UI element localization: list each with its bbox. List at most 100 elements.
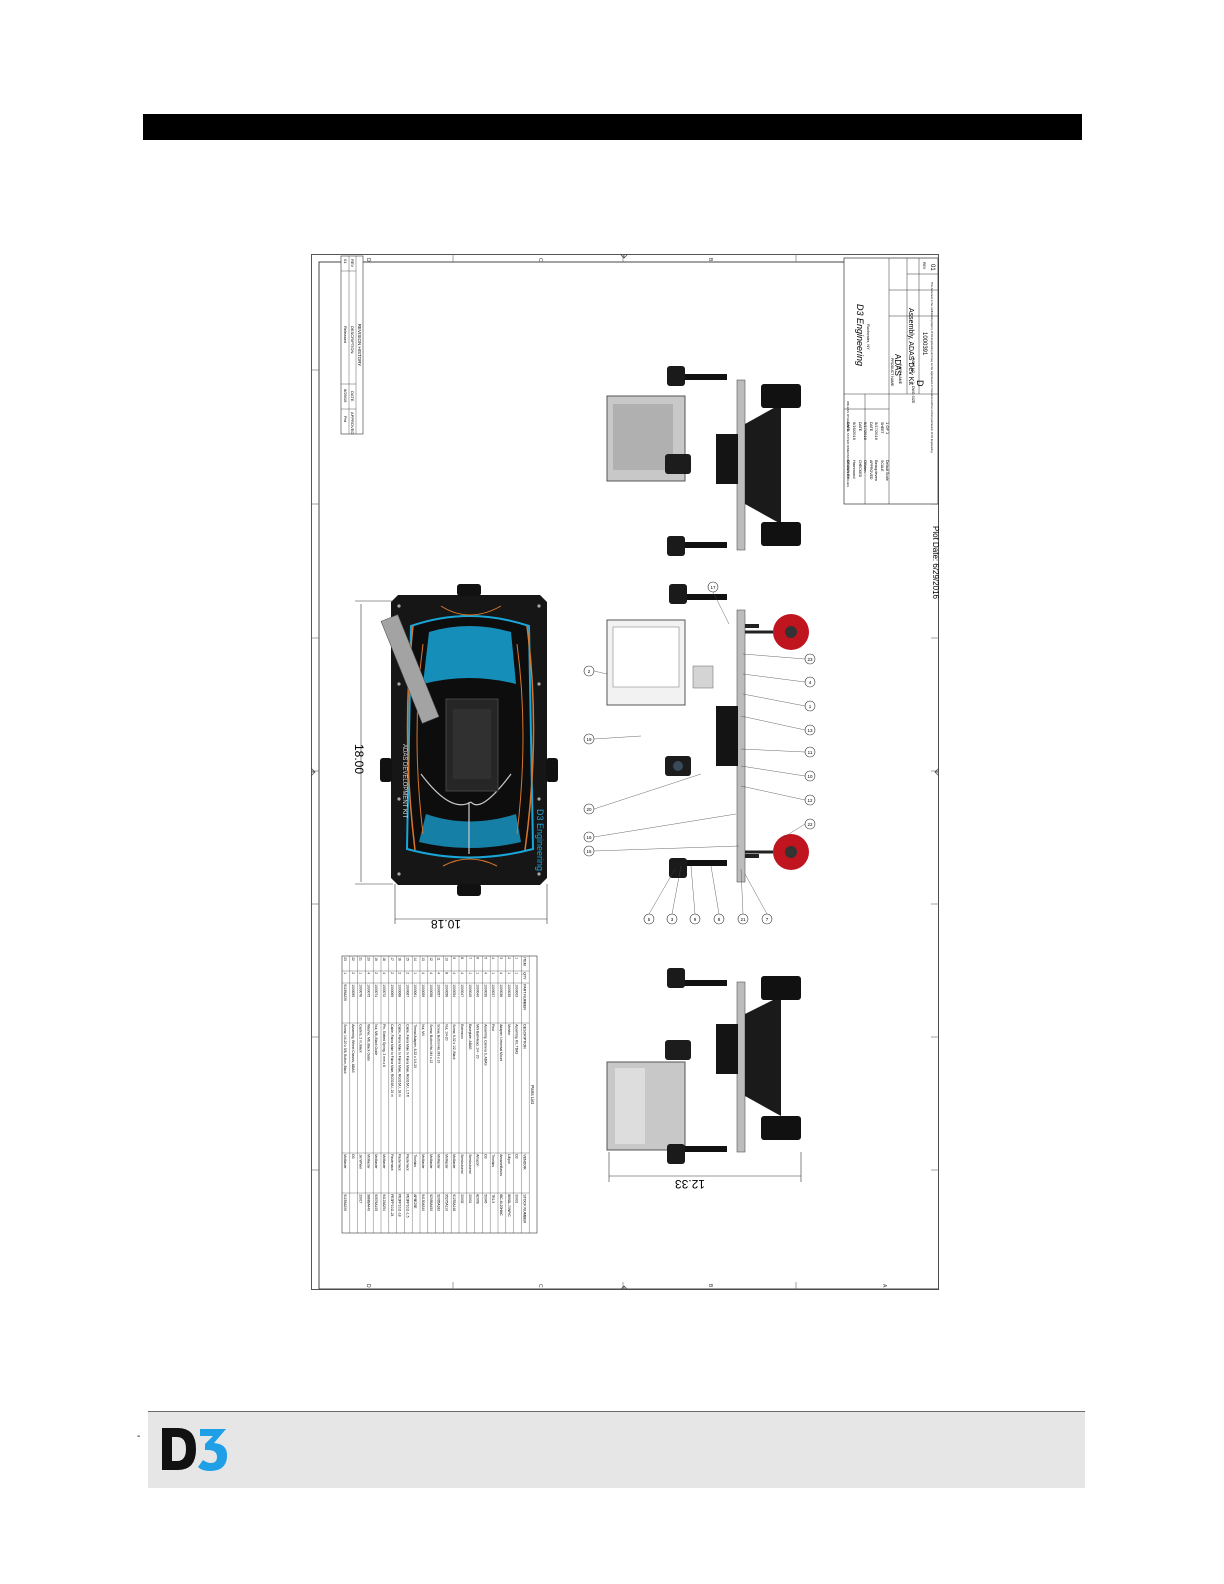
parts-list-frame xyxy=(341,955,538,1234)
parts-list-cell: Mini Ball Head, 1/4 - 20 xyxy=(476,1024,480,1058)
balloon-number: 8 xyxy=(718,917,721,922)
parts-list-cell: 1000057 xyxy=(437,984,441,997)
parts-list-cell: Amazon xyxy=(476,1154,480,1166)
balloon-number: 2 xyxy=(588,669,591,674)
parts-list-cell: 1 xyxy=(491,972,495,974)
parts-list-cell: 90576A105 xyxy=(374,1194,378,1211)
balloon-number: 1 xyxy=(809,704,812,709)
parts-list-cell: 1 xyxy=(476,972,480,974)
dimension-10: 10.18 xyxy=(431,917,461,931)
zone-letter: B xyxy=(707,258,713,262)
parts-list-cell: 1000003 xyxy=(515,984,519,997)
balloon-number: 15 xyxy=(586,849,592,854)
zone-letter: C xyxy=(537,258,543,262)
parts-list-cell: 7 xyxy=(468,957,472,959)
parts-list-cell: Lilliput xyxy=(507,1154,511,1163)
dimension-12: 12.33 xyxy=(675,1177,705,1191)
parts-list-cell: 94115A254 xyxy=(382,1194,386,1211)
parts-list-cell: 95275A110 xyxy=(444,1194,448,1211)
checked-date: 5/17/2016 xyxy=(863,422,868,441)
parts-list-cell: Monitor xyxy=(507,1024,511,1036)
revision-history-title: REVISION HISTORY xyxy=(357,324,362,367)
parts-list-cell: 1000076 xyxy=(359,984,363,997)
parts-list-cell: 17 xyxy=(390,957,394,961)
description-header: DESCRIPTION xyxy=(350,326,355,353)
rev-label: REV xyxy=(922,262,926,270)
kit-side-view xyxy=(606,584,809,883)
parts-list-cell: AP8E25E xyxy=(413,1194,417,1209)
scale-value: Default Scale xyxy=(885,460,889,481)
balloon-number: 20 xyxy=(586,807,592,812)
parts-list-cell: 1000040 xyxy=(476,984,480,997)
parts-list-cell: Pasternack xyxy=(405,1154,409,1171)
balloon-number: 23 xyxy=(807,657,813,662)
parts-list-cell: 94150A340 xyxy=(421,1194,425,1211)
parts-list-cell: 869GL-70NP/C xyxy=(507,1194,511,1217)
parts-list-cell: 2 xyxy=(507,957,511,959)
parts-list-cell: McMaster xyxy=(437,1154,441,1169)
parts-list-cell: 2 xyxy=(351,972,355,974)
revision-history-table: REVISION HISTORY REV DESCRIPTION DATE AP… xyxy=(340,255,364,434)
balloon-number: 7 xyxy=(766,917,769,922)
parts-list-cell: 1 xyxy=(515,972,519,974)
parts-list-cell: 4 xyxy=(483,972,487,974)
parts-list-cell: 20001 xyxy=(468,1194,472,1203)
parts-list-cell: 1000061 xyxy=(413,984,417,997)
width-dimension xyxy=(394,884,548,924)
tolerance-note: UNLESS OTHERWISE STATED DIMENSIONS ARE I… xyxy=(846,401,850,487)
parts-list-cell: 1000039 xyxy=(483,984,487,997)
parts-list-cell: 92095A182 xyxy=(437,1194,441,1211)
drawn-by-label: DRAWN BY xyxy=(846,460,850,479)
parts-list-cell: 1000037 xyxy=(491,984,495,997)
parts-list-cell: Thorlabs xyxy=(491,1154,495,1167)
parts-list-cell: Cable, Fakra Male to Fakra Male, RG316/U… xyxy=(405,1024,409,1097)
parts-list-header: DESCRIPTION xyxy=(522,1024,526,1049)
parts-list-cell: Assembly, Wheel Chassis, ADAS xyxy=(351,1024,355,1073)
parts-list-cell: 20 xyxy=(366,957,370,961)
parts-list-cell: 1000056 xyxy=(444,984,448,997)
parts-list-cell: McMaster xyxy=(382,1154,386,1169)
engineering-drawing: D C B A D C B A 8 7 6 5 4 3 2 1 REVISION… xyxy=(311,254,939,1290)
product-name-label: PRODUCT NAME xyxy=(890,358,894,387)
zone-letter: B xyxy=(707,1284,713,1288)
parts-list-cell: 1000059 xyxy=(421,984,425,997)
parts-list-cell: 1000035 xyxy=(507,984,511,997)
drawing-inner-border xyxy=(318,261,939,1290)
parts-list-cell: Pasternack xyxy=(390,1154,394,1171)
date-header: DATE xyxy=(350,391,355,402)
balloon-number: 13 xyxy=(807,728,813,733)
parts-list-cell: 4 xyxy=(452,972,456,974)
parts-list-cell: Thorlabs xyxy=(413,1154,417,1167)
parts-list-cell: Screw, Button Hd, M4 x 12 xyxy=(429,1024,433,1063)
height-dimension xyxy=(608,1152,802,1182)
parts-list-cell: 21 xyxy=(359,957,363,961)
approved-by: Beaupleven xyxy=(874,460,879,481)
parts-list-cell: Sendcutsend xyxy=(468,1154,472,1173)
parts-list-cell: McMaster xyxy=(444,1154,448,1169)
parts-list-header: STOCK NUMBER xyxy=(522,1194,526,1223)
parts-list-cell: 4 xyxy=(366,972,370,974)
balloon-number: 10 xyxy=(807,774,813,779)
parts-list-cell: Thread Adapter, 8-32 x 1/4-20 xyxy=(413,1024,417,1068)
parts-list-cell: McMaster xyxy=(343,1154,347,1169)
date-value: 6/29/16 xyxy=(343,389,348,403)
kit-end-view-b xyxy=(606,968,801,1164)
drawn-date-label: DATE xyxy=(846,422,850,432)
parts-list-cell: 4 xyxy=(382,972,386,974)
parts-list-cell: 10 xyxy=(444,957,448,961)
kit-label: ADAS DEVELOPMENT KIT xyxy=(401,744,407,819)
zone-letter: D xyxy=(365,258,371,262)
header-bar xyxy=(143,114,1082,140)
parts-list-cell: 2 xyxy=(390,972,394,974)
parts-list-cell: Jet Wheel xyxy=(359,1154,363,1169)
rev-number: 01 xyxy=(929,264,935,271)
part-name-label: PART NAME xyxy=(898,364,902,385)
parts-list-cell: McMaster xyxy=(374,1154,378,1169)
parts-list-cell: PE3FP1011-18 xyxy=(398,1194,402,1216)
zone-letter: D xyxy=(365,1284,371,1288)
parts-list-cell: 15 xyxy=(405,957,409,961)
parts-list-cell: 1000045 xyxy=(468,984,472,997)
parts-list-cell: 91253A148 xyxy=(452,1194,456,1211)
balloon-numbers: 2 19 20 16 15 17 23 4 1 13 11 10 12 22 5… xyxy=(586,585,813,922)
